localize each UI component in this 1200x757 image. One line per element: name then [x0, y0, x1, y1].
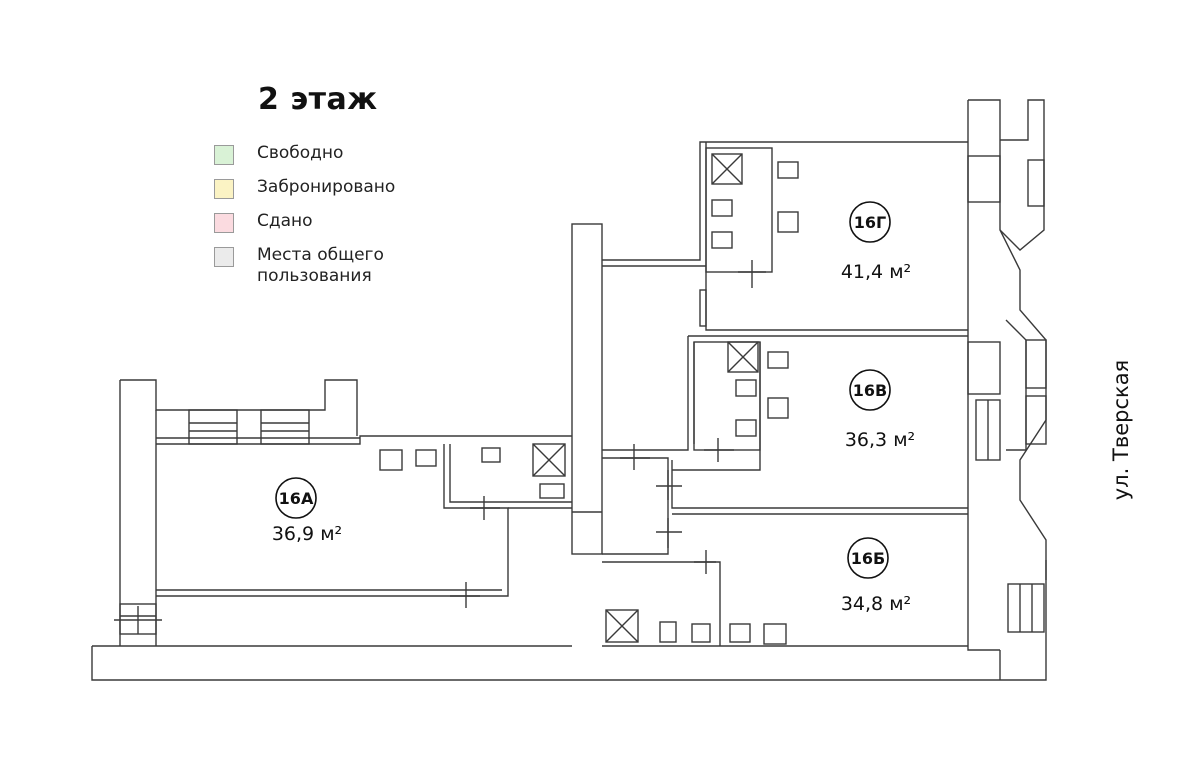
wall-west-top — [120, 379, 358, 436]
wall-16b-left — [602, 561, 721, 646]
east-facade — [967, 99, 1047, 680]
legend-swatch-reserved — [214, 179, 234, 199]
sink-16a-kitchen — [415, 449, 437, 467]
core-walls — [571, 141, 968, 647]
unit-16v-badge-label: 16В — [853, 381, 887, 400]
legend-label-rented: Сдано — [257, 211, 313, 231]
unit-16a[interactable]: 16А 36,9 м² — [272, 477, 342, 545]
bay-upper — [999, 99, 1045, 251]
balcony-east-3 — [1025, 395, 1047, 445]
toilet-16a — [539, 483, 565, 499]
window-east-4 — [1007, 583, 1045, 633]
shower-16b-d2 — [605, 609, 639, 643]
unit-16b[interactable]: 16Б 34,8 м² — [841, 537, 911, 615]
unit-16v-badge[interactable] — [849, 369, 891, 411]
shower-16g-d2 — [711, 153, 743, 185]
stove-16b — [763, 623, 787, 645]
legend-swatch-free — [214, 145, 234, 165]
shower-16b — [605, 609, 639, 643]
shower-16v — [727, 341, 759, 373]
unit-16g-area: 41,4 м² — [841, 261, 911, 283]
unit-16v[interactable]: 16В 36,3 м² — [845, 369, 915, 451]
toilet-16g — [711, 199, 733, 217]
window-west-2 — [260, 409, 310, 445]
sink-16g-kitchen — [777, 161, 799, 179]
unit-16a-badge[interactable] — [275, 477, 317, 519]
sink-16a — [481, 447, 501, 463]
bath-16g-box — [705, 147, 773, 273]
unit-16g-badge-label: 16Г — [854, 213, 886, 232]
legend-label-free: Свободно — [257, 143, 344, 163]
unit-16a-badge-label: 16А — [279, 489, 314, 508]
wall-16v-bottom — [671, 460, 968, 509]
window-east-2 — [967, 341, 1001, 395]
unit-16g-badge[interactable] — [849, 201, 891, 243]
sink-16g — [711, 231, 733, 249]
wall-16v-left — [602, 336, 689, 451]
sink-16v-kitchen — [767, 351, 789, 369]
shower-16g — [711, 153, 743, 185]
legend-label-common: Места общего пользования — [257, 245, 384, 286]
bath-16a-wall — [156, 444, 509, 597]
sink-16b-kitchen — [729, 623, 751, 643]
window-west-1 — [188, 409, 238, 445]
east-inner — [967, 100, 1000, 651]
stove-16a — [379, 449, 403, 471]
outer-walls — [91, 379, 1047, 681]
legend-label-reserved: Забронировано — [257, 177, 396, 197]
core-top-wall — [602, 141, 968, 261]
sink-16v — [735, 419, 757, 437]
unit-16g[interactable]: 16Г 41,4 м² — [841, 201, 911, 283]
core-right-wall — [705, 266, 968, 331]
bath-16a-inner — [449, 444, 572, 503]
toilet-16b — [659, 621, 677, 643]
bathroom-16a — [114, 443, 572, 634]
legend-swatch-rented — [214, 213, 234, 233]
window-east-1 — [967, 155, 1001, 203]
toilet-16v — [735, 379, 757, 397]
unit-16b-area: 34,8 м² — [841, 593, 911, 615]
bath-16v-ext — [672, 342, 761, 471]
corridor-box — [602, 457, 669, 555]
unit-16b-badge[interactable] — [847, 537, 889, 579]
door-16g-core — [699, 289, 707, 327]
unit-16a-area: 36,9 м² — [272, 523, 342, 545]
stove-16v — [767, 397, 789, 419]
balcony-east-1 — [1027, 159, 1045, 207]
wall-bottom-outer — [91, 560, 1047, 681]
unit-16b-badge-label: 16Б — [851, 549, 885, 568]
shower-16v-d2 — [727, 341, 759, 373]
stove-16g — [777, 211, 799, 233]
bay-mid — [1005, 319, 1027, 451]
wall-16a-top — [156, 435, 572, 445]
legend-swatch-common — [214, 247, 234, 267]
bathroom-16v — [620, 341, 789, 548]
core-column — [571, 223, 603, 555]
unit-16v-area: 36,3 м² — [845, 429, 915, 451]
sink-16b — [691, 623, 711, 643]
shower-16a — [532, 443, 566, 477]
floor-title: 2 этаж — [258, 82, 378, 117]
bathroom-16g — [699, 147, 799, 327]
bathroom-16b — [605, 550, 787, 645]
shower-16a-d2 — [532, 443, 566, 477]
balcony-east-2 — [1025, 339, 1047, 389]
